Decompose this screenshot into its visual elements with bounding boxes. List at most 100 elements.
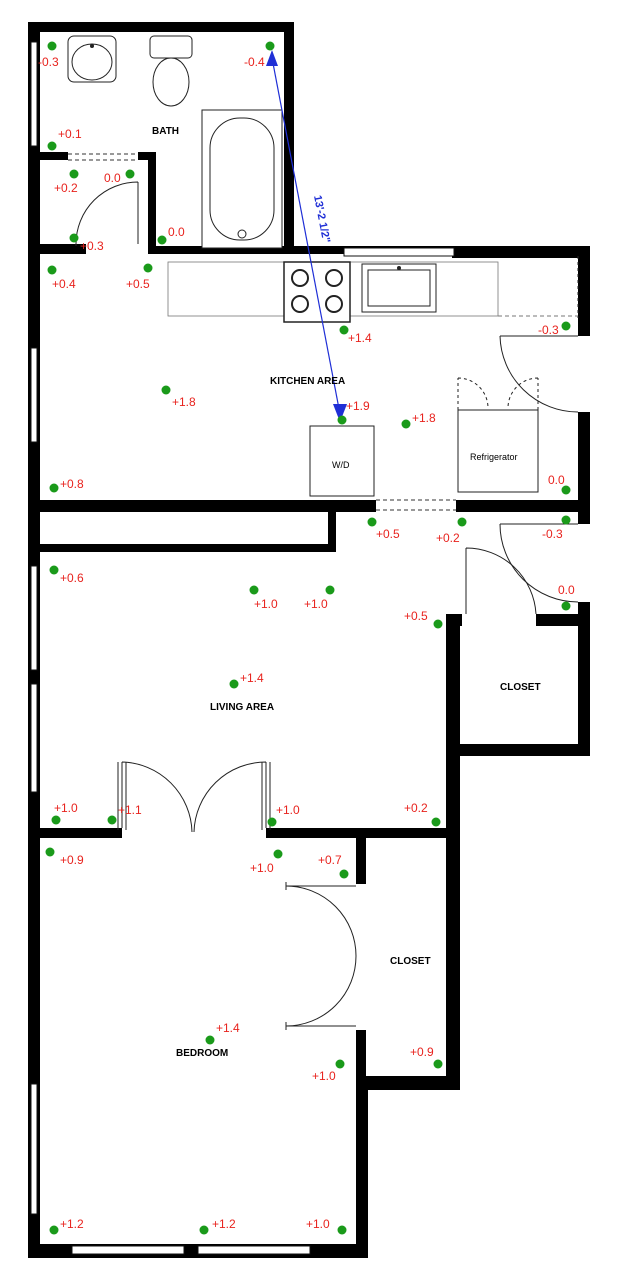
refrigerator-label: Refrigerator xyxy=(470,452,518,462)
reading-label: +0.8 xyxy=(60,477,84,491)
reading-label: -0.3 xyxy=(542,527,563,541)
reading-label: +0.5 xyxy=(404,609,428,623)
reading-point xyxy=(107,815,117,825)
elevation-readings: -0.3 -0.4 +0.1 +0.2 0.0 +0.3 0.0 +0.4 +0.5 +1.4 -0… xyxy=(38,41,575,1235)
reading-label: +0.4 xyxy=(52,277,76,291)
reading-point xyxy=(325,585,335,595)
room-label-kitchen: KITCHEN AREA xyxy=(270,376,345,387)
window-living-lower xyxy=(30,683,38,793)
room-label-living: LIVING AREA xyxy=(210,702,274,713)
reading-label: +0.6 xyxy=(60,571,84,585)
reading-point xyxy=(161,385,171,395)
reading-point xyxy=(229,679,239,689)
reading-point xyxy=(51,815,61,825)
reading-label: +1.0 xyxy=(276,803,300,817)
reading-label: +1.8 xyxy=(412,411,436,425)
reading-label: +0.7 xyxy=(318,853,342,867)
reading-point xyxy=(433,1059,443,1069)
reading-label: +0.3 xyxy=(80,239,104,253)
window-living-upper xyxy=(30,565,38,671)
reading-point xyxy=(49,1225,59,1235)
window-bedroom xyxy=(30,1083,38,1215)
reading-point xyxy=(69,169,79,179)
reading-point xyxy=(265,41,275,51)
reading-label: +1.0 xyxy=(250,861,274,875)
reading-label: -0.4 xyxy=(244,55,265,69)
reading-point xyxy=(47,41,57,51)
reading-label: +0.2 xyxy=(404,801,428,815)
reading-label: +0.5 xyxy=(126,277,150,291)
reading-point xyxy=(45,847,55,857)
reading-point xyxy=(47,265,57,275)
reading-label: +1.0 xyxy=(312,1069,336,1083)
window-bottom-right xyxy=(197,1245,311,1255)
reading-point xyxy=(339,325,349,335)
reading-label: -0.3 xyxy=(38,55,59,69)
reading-point xyxy=(157,235,167,245)
reading-label: +1.9 xyxy=(346,399,370,413)
room-label-bedroom: BEDROOM xyxy=(176,1048,228,1059)
reading-point xyxy=(267,817,277,827)
kitchen-fixtures xyxy=(167,261,578,497)
reading-point xyxy=(125,169,135,179)
reading-point xyxy=(49,565,59,575)
reading-point xyxy=(69,233,79,243)
reading-point xyxy=(143,263,153,273)
reading-label: 0.0 xyxy=(548,473,565,487)
reading-label: +1.2 xyxy=(212,1217,236,1231)
room-label-bath: BATH xyxy=(152,126,179,137)
reading-point xyxy=(273,849,283,859)
room-label-closet-living: CLOSET xyxy=(500,682,541,693)
reading-label: 0.0 xyxy=(558,583,575,597)
reading-point xyxy=(337,1225,347,1235)
reading-label: +1.0 xyxy=(306,1217,330,1231)
reading-point xyxy=(205,1035,215,1045)
reading-label: +0.1 xyxy=(58,127,82,141)
reading-label: +1.4 xyxy=(216,1021,240,1035)
reading-label: +1.4 xyxy=(240,671,264,685)
reading-point xyxy=(561,321,571,331)
reading-point xyxy=(561,601,571,611)
reading-point xyxy=(431,817,441,827)
reading-point xyxy=(335,1059,345,1069)
reading-label: +0.9 xyxy=(410,1045,434,1059)
reading-point xyxy=(337,415,347,425)
reading-point xyxy=(433,619,443,629)
reading-point xyxy=(249,585,259,595)
bath-fixtures xyxy=(67,35,283,249)
reading-point xyxy=(561,485,571,495)
reading-point xyxy=(47,141,57,151)
reading-point xyxy=(561,515,571,525)
window-kitchen xyxy=(30,347,38,443)
measurement-label: 13'-2 1/2" xyxy=(311,194,332,244)
reading-point xyxy=(457,517,467,527)
window-bottom-left xyxy=(71,1245,185,1255)
windows xyxy=(30,41,579,1255)
reading-label: +1.0 xyxy=(304,597,328,611)
reading-label: 0.0 xyxy=(168,225,185,239)
reading-label: +0.9 xyxy=(60,853,84,867)
refrigerator-box xyxy=(457,409,539,493)
reading-label: +1.2 xyxy=(60,1217,84,1231)
room-label-closet-bedroom: CLOSET xyxy=(390,956,431,967)
walls xyxy=(28,22,590,1258)
room-labels: BATH KITCHEN AREA LIVING AREA BEDROOM CL… xyxy=(152,126,541,1059)
reading-point xyxy=(401,419,411,429)
reading-point xyxy=(367,517,377,527)
reading-label: +1.8 xyxy=(172,395,196,409)
reading-label: +0.2 xyxy=(54,181,78,195)
reading-label: 0.0 xyxy=(104,171,121,185)
reading-point xyxy=(49,483,59,493)
reading-point xyxy=(339,869,349,879)
washer-dryer-box xyxy=(309,425,375,497)
reading-label: +1.4 xyxy=(348,331,372,345)
reading-label: +0.5 xyxy=(376,527,400,541)
window-kitchen-top xyxy=(343,247,455,257)
reading-label: +1.1 xyxy=(118,803,142,817)
reading-label: +1.0 xyxy=(54,801,78,815)
reading-label: +1.0 xyxy=(254,597,278,611)
washer-dryer-label: W/D xyxy=(332,460,350,470)
window-bath xyxy=(30,41,38,147)
reading-point xyxy=(199,1225,209,1235)
